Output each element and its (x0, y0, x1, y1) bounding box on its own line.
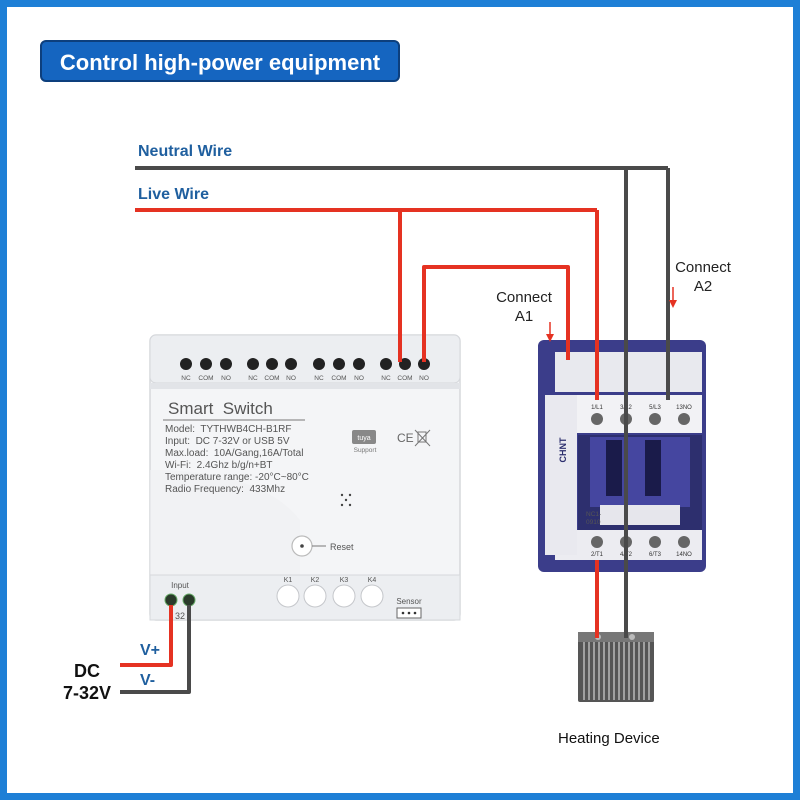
spec-max-load: Max.load: 10A/Gang,16A/Total (165, 448, 303, 459)
contactor-brand: CHNT (558, 437, 568, 462)
contactor-model-line1: NC1- (586, 511, 601, 518)
spec-input: Input: DC 7-32V or USB 5V (165, 436, 290, 447)
terminal-label: 14NO (676, 552, 692, 558)
smart-switch-module: NC COM NO NC COM NO NC COM NO NC COM NO … (149, 334, 461, 621)
spec-temperature: Temperature range: -20°C~80°C (165, 472, 309, 483)
input-label: Input (171, 581, 190, 590)
terminal-label: NC (181, 375, 191, 382)
terminal-screw (180, 358, 192, 370)
terminal-screw (285, 358, 297, 370)
product-name: Smart Switch (168, 399, 273, 418)
connect-a1-line1: Connect (496, 289, 552, 306)
connect-a2-label: Connect A2 (668, 258, 738, 296)
terminal-label: 1/L1 (591, 405, 603, 411)
input-terminal-vminus (182, 593, 196, 607)
terminal-label: NC (248, 375, 258, 382)
live-wire-label: Live Wire (138, 186, 209, 203)
terminal-screw (678, 536, 690, 548)
reset-label: Reset (330, 542, 354, 552)
terminal-screw (591, 536, 603, 548)
product-specs: Model: TYTHWB4CH-B1RF Input: DC 7-32V or… (165, 424, 309, 495)
connect-a1-line2: A1 (514, 308, 534, 325)
tuya-logo-text: tuya (357, 435, 370, 442)
terminal-screw (313, 358, 325, 370)
k4-button[interactable] (360, 584, 384, 608)
terminal-label: 2/T1 (591, 552, 604, 558)
terminal-label: NC (381, 375, 391, 382)
weee-icon (414, 429, 431, 447)
terminal-screw (266, 358, 278, 370)
terminal-label: COM (198, 375, 213, 382)
key-label: K2 (311, 577, 320, 584)
dc-label-line2: 7-32V (62, 683, 112, 703)
k1-button[interactable] (276, 584, 300, 608)
terminal-label: NC (314, 375, 324, 382)
arrow-icon (546, 287, 677, 342)
terminal-screw (333, 358, 345, 370)
terminal-screw (200, 358, 212, 370)
key-label: K3 (340, 577, 349, 584)
tuya-support-text: Support (354, 447, 377, 454)
live-wire (135, 208, 599, 638)
terminal-label: COM (264, 375, 279, 382)
spec-radio-frequency: Radio Frequency: 433Mhz (165, 484, 285, 495)
connect-a2-line1: Connect (675, 259, 731, 276)
terminal-label: NO (354, 375, 364, 382)
neutral-wire (135, 166, 670, 638)
key-label: K4 (368, 577, 377, 584)
key-label: K1 (284, 577, 293, 584)
vminus-label: V- (140, 672, 156, 689)
terminal-screw (591, 413, 603, 425)
tuya-logo (352, 430, 376, 444)
dc-supply-label: DC 7-32V (52, 660, 122, 704)
terminal-label: COM (397, 375, 412, 382)
input-voltage-label: 32 (175, 611, 185, 621)
sensor-label: Sensor (396, 597, 422, 606)
contactor: 1/L1 3/L2 5/L3 13NO 2/T1 4/T2 6/T3 14NO … (538, 340, 706, 572)
terminal-screw (418, 358, 430, 370)
relay-terminals (180, 358, 430, 370)
terminal-screw (678, 413, 690, 425)
heating-device-illustration (578, 632, 654, 702)
terminal-label: 5/L3 (649, 405, 661, 411)
key-buttons: K1 K2 K3 K4 (276, 577, 384, 608)
terminal-screw (247, 358, 259, 370)
heating-device-label: Heating Device (558, 730, 660, 747)
input-terminal-vplus (164, 593, 178, 607)
terminal-label: NO (419, 375, 429, 382)
speaker-icon (340, 493, 352, 507)
terminal-screw (353, 358, 365, 370)
terminal-screw (649, 413, 661, 425)
connect-a1-label: Connect A1 (488, 288, 560, 326)
dc-input-wires (120, 605, 191, 694)
connect-a2-line2: A2 (693, 278, 713, 295)
dc-label-line1: DC (74, 661, 100, 681)
terminal-label: 13NO (676, 405, 692, 411)
ce-mark: CE (397, 431, 414, 445)
terminal-label: COM (331, 375, 346, 382)
spec-wifi: Wi-Fi: 2.4Ghz b/g/n+BT (165, 460, 273, 471)
spec-model: Model: TYTHWB4CH-B1RF (165, 424, 292, 435)
terminal-label: NO (221, 375, 231, 382)
terminal-labels: NC COM NO NC COM NO NC COM NO NC COM NO (181, 375, 429, 382)
vplus-label: V+ (140, 642, 161, 659)
terminal-screw (649, 536, 661, 548)
k3-button[interactable] (332, 584, 356, 608)
terminal-label: NO (286, 375, 296, 382)
terminal-screw (220, 358, 232, 370)
terminal-screw (380, 358, 392, 370)
contactor-model-line2: 0910 (586, 519, 601, 526)
page-title: Control high-power equipment (40, 40, 400, 82)
terminal-label: 6/T3 (649, 552, 662, 558)
neutral-wire-label: Neutral Wire (138, 143, 233, 160)
k2-button[interactable] (303, 584, 327, 608)
